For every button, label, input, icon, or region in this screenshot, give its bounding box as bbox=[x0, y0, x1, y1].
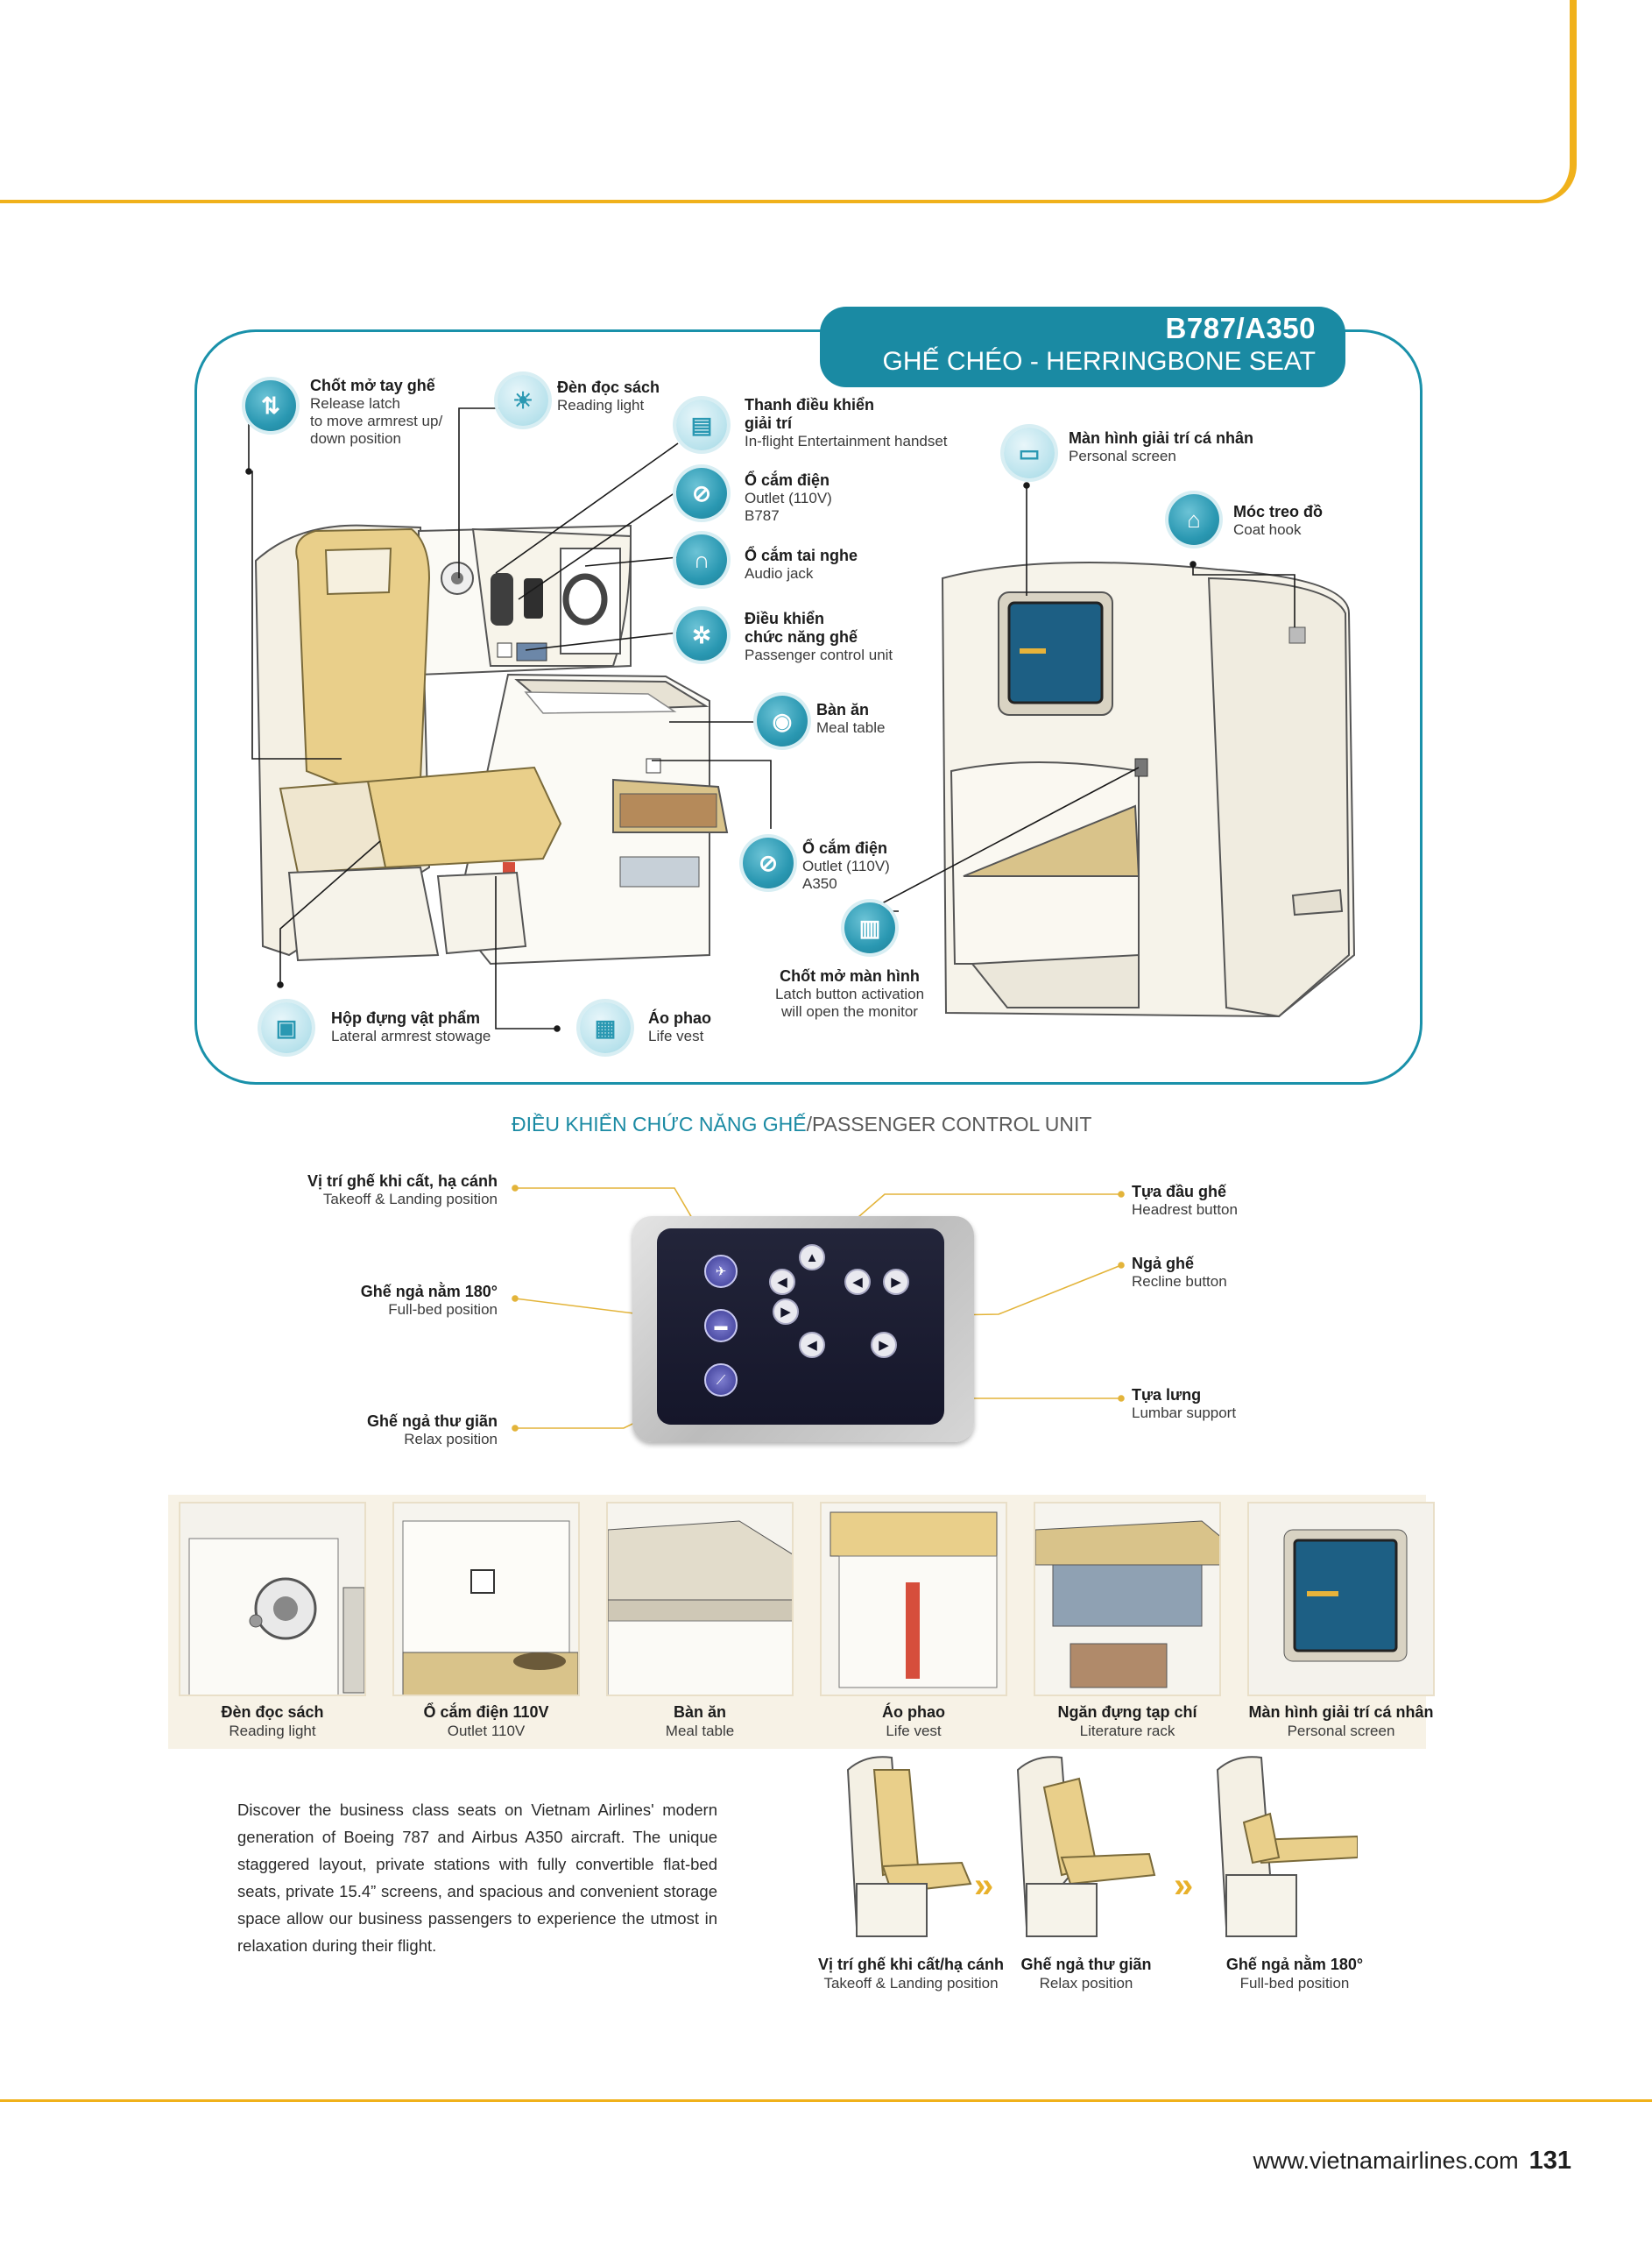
life-vest-icon: ▦ bbox=[580, 1002, 631, 1053]
takeoff-seat-image bbox=[846, 1756, 972, 1937]
footer-rule bbox=[0, 2099, 1652, 2102]
headrest-down-button[interactable]: ▶ bbox=[773, 1298, 799, 1325]
power-outlet-icon: ⊘ bbox=[676, 468, 727, 519]
pcu-section-title: ĐIỀU KHIỂN CHỨC NĂNG GHẾ/PASSENGER CONTR… bbox=[512, 1113, 1092, 1136]
label-recline: Ngả ghế Recline button bbox=[1132, 1255, 1227, 1291]
label-relax: Ghế ngả thư giãn Relax position bbox=[366, 1412, 498, 1448]
outlet-image bbox=[394, 1504, 578, 1695]
label-life-vest: Áo phao Life vest bbox=[648, 1009, 711, 1045]
headrest-left-button[interactable]: ◀ bbox=[769, 1269, 795, 1295]
cap-outlet: Ổ cắm điện 110V Outlet 110V bbox=[423, 1703, 549, 1739]
meal-table-image bbox=[608, 1504, 792, 1695]
label-audio-jack: Ổ cắm tai nghe Audio jack bbox=[745, 547, 858, 583]
arrows-updown-icon: ⇅ bbox=[245, 380, 296, 431]
recline-forward-button[interactable]: ▶ bbox=[883, 1269, 909, 1295]
fullbed-position-button[interactable]: ▬ bbox=[704, 1309, 738, 1342]
label-coat-hook: Móc treo đồ Coat hook bbox=[1233, 503, 1323, 539]
thumb-personal-screen bbox=[1247, 1502, 1435, 1696]
cap-relax-position: Ghế ngả thư giãn Relax position bbox=[1020, 1956, 1152, 1992]
seat-type-title: GHẾ CHÉO - HERRINGBONE SEAT bbox=[882, 347, 1316, 376]
monitor-icon: ▭ bbox=[1004, 428, 1055, 478]
footer: www.vietnamairlines.com 131 bbox=[1253, 2147, 1571, 2176]
seat-title-banner: B787/A350 GHẾ CHÉO - HERRINGBONE SEAT bbox=[820, 307, 1345, 387]
seat-diagram-panel bbox=[194, 329, 1423, 1085]
gear-icon: ✲ bbox=[676, 610, 727, 661]
thumb-outlet bbox=[392, 1502, 580, 1696]
fullbed-seat-image bbox=[1216, 1756, 1358, 1937]
label-armrest-stowage: Hộp đựng vật phẩm Lateral armrest stowag… bbox=[331, 1009, 491, 1045]
lumbar-right-button[interactable]: ▶ bbox=[871, 1332, 897, 1358]
header-rule bbox=[0, 0, 1577, 203]
life-vest-image bbox=[822, 1504, 1006, 1695]
thumb-reading-light bbox=[179, 1502, 366, 1696]
chevron-right-icon-2: » bbox=[1174, 1866, 1194, 1905]
label-outlet-a350: Ổ cắm điện Outlet (110V) A350 bbox=[802, 839, 890, 893]
label-takeoff: Vị trí ghế khi cất, hạ cánh Takeoff & La… bbox=[307, 1172, 498, 1208]
coat-hook-icon: ⌂ bbox=[1168, 494, 1219, 545]
label-reading-light: Đèn đọc sách Reading light bbox=[557, 379, 660, 414]
cap-takeoff-position: Vị trí ghế khi cất/hạ cánh Takeoff & Lan… bbox=[817, 1956, 1005, 1992]
thumb-meal-table bbox=[606, 1502, 794, 1696]
cap-literature-rack: Ngăn đựng tạp chí Literature rack bbox=[1057, 1703, 1197, 1739]
takeoff-position-button[interactable]: ✈ bbox=[704, 1255, 738, 1288]
literature-rack-image bbox=[1035, 1504, 1219, 1695]
label-ife-handset: Thanh điều khiển giải trí In-flight Ente… bbox=[745, 396, 948, 450]
label-lumbar: Tựa lưng Lumbar support bbox=[1132, 1386, 1237, 1422]
label-meal-table: Bàn ăn Meal table bbox=[816, 701, 886, 737]
footer-url[interactable]: www.vietnamairlines.com bbox=[1253, 2147, 1519, 2174]
cap-reading-light: Đèn đọc sách Reading light bbox=[221, 1703, 324, 1739]
relax-position-button[interactable]: ⟋ bbox=[704, 1363, 738, 1397]
label-pcu: Điều khiển chức năng ghế Passenger contr… bbox=[745, 610, 893, 664]
feature-thumbnails: Đèn đọc sách Reading light Ổ cắm điện 11… bbox=[168, 1495, 1435, 1749]
cap-meal-table: Bàn ăn Meal table bbox=[665, 1703, 735, 1739]
personal-screen-image bbox=[1249, 1504, 1433, 1695]
relax-seat-image bbox=[1016, 1756, 1156, 1937]
remote-handset-icon: ▤ bbox=[676, 400, 727, 450]
latch-button-icon: ▥ bbox=[844, 902, 895, 953]
thumb-life-vest bbox=[820, 1502, 1007, 1696]
cap-fullbed-position: Ghế ngả nằm 180° Full-bed position bbox=[1225, 1956, 1364, 1992]
lumbar-left-button[interactable]: ◀ bbox=[799, 1332, 825, 1358]
cap-personal-screen: Màn hình giải trí cá nhân Personal scree… bbox=[1248, 1703, 1434, 1739]
lightbulb-icon: ☀ bbox=[498, 375, 548, 426]
headphones-icon: ∩ bbox=[676, 534, 727, 585]
description-text: Discover the business class seats on Vie… bbox=[237, 1801, 717, 1955]
aircraft-title: B787/A350 bbox=[1165, 312, 1316, 344]
recline-back-button[interactable]: ◀ bbox=[844, 1269, 871, 1295]
label-fullbed: Ghế ngả nằm 180° Full-bed position bbox=[360, 1283, 498, 1319]
label-personal-screen: Màn hình giải trí cá nhân Personal scree… bbox=[1069, 429, 1254, 465]
label-outlet-b787: Ổ cắm điện Outlet (110V) B787 bbox=[745, 471, 832, 525]
stowage-icon: ▣ bbox=[261, 1002, 312, 1053]
page-number: 131 bbox=[1528, 2147, 1571, 2175]
label-headrest: Tựa đầu ghế Headrest button bbox=[1132, 1183, 1238, 1219]
label-release-latch: Chốt mở tay ghế Release latch to move ar… bbox=[310, 377, 443, 448]
reading-light-image bbox=[180, 1504, 364, 1695]
chevron-right-icon: » bbox=[974, 1866, 994, 1905]
label-latch-button: Chốt mở màn hình Latch button activation… bbox=[774, 967, 925, 1021]
headrest-up-button[interactable]: ▲ bbox=[799, 1244, 825, 1270]
cap-life-vest: Áo phao Life vest bbox=[882, 1703, 945, 1739]
thumb-literature-rack bbox=[1034, 1502, 1221, 1696]
meal-icon: ◉ bbox=[757, 696, 808, 746]
power-outlet-a350-icon: ⊘ bbox=[743, 838, 794, 888]
